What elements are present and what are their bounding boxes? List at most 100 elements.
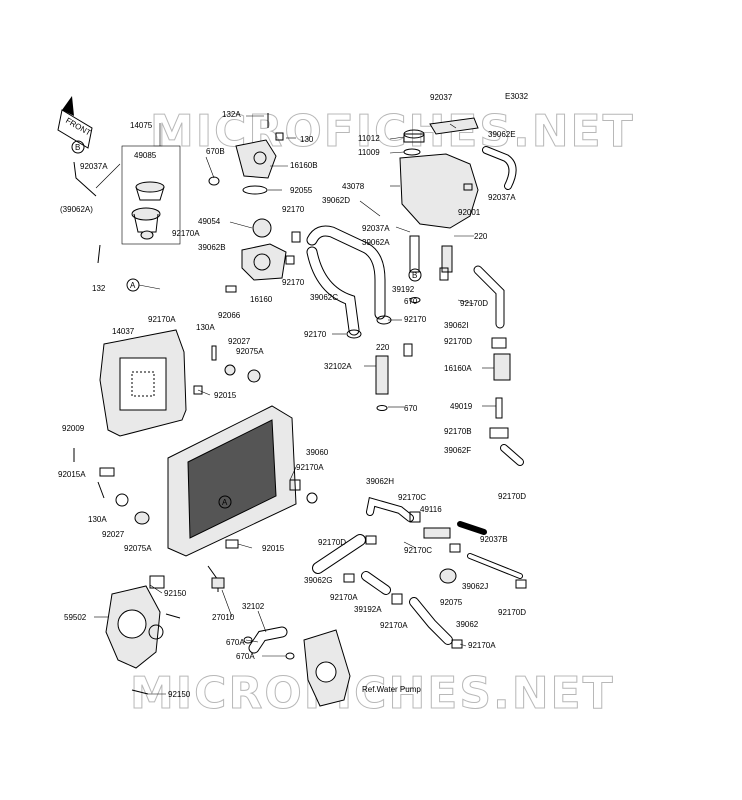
label-92170a-4: 92170A — [330, 593, 358, 602]
marker-a-left: A — [126, 278, 161, 292]
label-670-2: 670 — [404, 404, 418, 413]
label-49116: 49116 — [420, 505, 442, 514]
label-27010: 27010 — [212, 613, 235, 622]
label-130a-2: 130A — [88, 515, 107, 524]
label-39062c: 39062C — [310, 293, 338, 302]
label-39062a-paren: (39062A) — [60, 205, 93, 214]
marker-b-top: B — [71, 140, 85, 154]
label-14075: 14075 — [130, 121, 153, 130]
svg-text:A: A — [222, 498, 228, 507]
label-32102a: 32102A — [324, 362, 352, 371]
hose-39062j — [439, 553, 527, 589]
ref-water-pump-note: Ref.Water Pump — [362, 685, 421, 694]
label-130: 130 — [300, 135, 314, 144]
label-43078: 43078 — [342, 182, 365, 191]
label-92027-1: 92027 — [228, 337, 251, 346]
label-39062e: 39062E — [488, 130, 516, 139]
label-92075: 92075 — [440, 598, 463, 607]
filter-16160a — [489, 353, 524, 466]
label-92037: 92037 — [430, 93, 453, 102]
reserve-tank — [399, 117, 517, 229]
label-92075a-1: 92075A — [236, 347, 264, 356]
radiator-shroud — [73, 329, 187, 477]
label-92170a-6: 92170A — [468, 641, 496, 650]
collars-left — [97, 481, 150, 525]
label-39062b: 39062B — [198, 243, 226, 252]
label-39062a: 39062A — [362, 238, 390, 247]
label-92170a-3: 92170A — [296, 463, 324, 472]
label-92170-3: 92170 — [404, 315, 427, 324]
diagram-code: E3032 — [505, 92, 529, 101]
label-92170d-5: 92170D — [498, 608, 526, 617]
label-92170-2: 92170 — [282, 278, 305, 287]
label-92075a-2: 92075A — [124, 544, 152, 553]
label-132: 132 — [92, 284, 106, 293]
label-39062j: 39062J — [462, 582, 488, 591]
label-16160b: 16160B — [290, 161, 318, 170]
label-16160: 16160 — [250, 295, 273, 304]
label-92170a-1: 92170A — [172, 229, 200, 238]
hose-39062g — [312, 534, 377, 583]
leader-lines — [94, 115, 496, 695]
label-92001: 92001 — [458, 208, 481, 217]
part-labels: 92037 132A 130 14075 49085 670B 16160B 9… — [58, 93, 526, 699]
label-92170-1: 92170 — [282, 205, 305, 214]
label-670b: 670B — [206, 147, 225, 156]
pipe-39192a — [361, 571, 463, 649]
label-92037b: 92037B — [480, 535, 508, 544]
label-92170d-3: 92170D — [498, 492, 526, 501]
sensor-27010 — [211, 577, 225, 589]
marker-a-radiator: A — [218, 495, 232, 509]
label-32102: 32102 — [242, 602, 265, 611]
label-92150-2: 92150 — [168, 690, 191, 699]
front-arrow-icon: FRONT — [57, 96, 93, 149]
hose-39062c-d — [306, 225, 392, 339]
label-59502: 59502 — [64, 613, 87, 622]
watermark-top: MICROFICHES.NET — [150, 106, 635, 157]
label-39192: 39192 — [392, 285, 415, 294]
label-130a-1: 130A — [196, 323, 215, 332]
label-670a-2: 670A — [236, 652, 255, 661]
label-92037a-2: 92037A — [488, 193, 516, 202]
label-132a: 132A — [222, 110, 241, 119]
water-pump-cover: Ref.Water Pump — [303, 629, 421, 707]
label-92015-1: 92015 — [214, 391, 237, 400]
thermostat-cap — [235, 113, 284, 195]
svg-text:A: A — [130, 281, 136, 290]
label-670-1: 670 — [404, 297, 418, 306]
label-49019: 49019 — [450, 402, 473, 411]
label-92170-4: 92170 — [304, 330, 327, 339]
watermark-bottom: MICROFICHES.NET — [130, 668, 615, 719]
label-92170c-2: 92170C — [404, 546, 432, 555]
label-11012: 11012 — [358, 134, 380, 143]
label-39062d: 39062D — [322, 196, 350, 205]
label-92015a: 92015A — [58, 470, 86, 479]
label-92055: 92055 — [290, 186, 313, 195]
pipe-32102 — [243, 626, 295, 660]
pipe-32102a — [375, 343, 413, 411]
label-11009: 11009 — [358, 148, 380, 157]
label-92170c-1: 92170C — [398, 493, 426, 502]
label-670a-1: 670A — [226, 638, 245, 647]
water-pump — [105, 575, 181, 695]
label-220-1: 220 — [474, 232, 488, 241]
marker-b-right: B — [408, 268, 422, 282]
hose-39062i — [473, 265, 507, 349]
label-49054: 49054 — [198, 217, 221, 226]
thermostat-housing-group — [73, 145, 220, 264]
label-220-2: 220 — [376, 343, 390, 352]
radiator — [167, 345, 318, 592]
label-39062g: 39062G — [304, 576, 332, 585]
label-92170a-2: 92170A — [148, 315, 176, 324]
label-92037a-1: 92037A — [80, 162, 108, 171]
label-92170b: 92170B — [444, 427, 472, 436]
label-92150-1: 92150 — [164, 589, 187, 598]
label-39192a: 39192A — [354, 605, 382, 614]
label-92170d-1: 92170D — [460, 299, 488, 308]
label-92170d-4: 92170D — [318, 538, 346, 547]
tube-39062a — [409, 235, 453, 303]
label-92170a-5: 92170A — [380, 621, 408, 630]
thermostat — [225, 218, 301, 293]
label-39062f: 39062F — [444, 446, 471, 455]
